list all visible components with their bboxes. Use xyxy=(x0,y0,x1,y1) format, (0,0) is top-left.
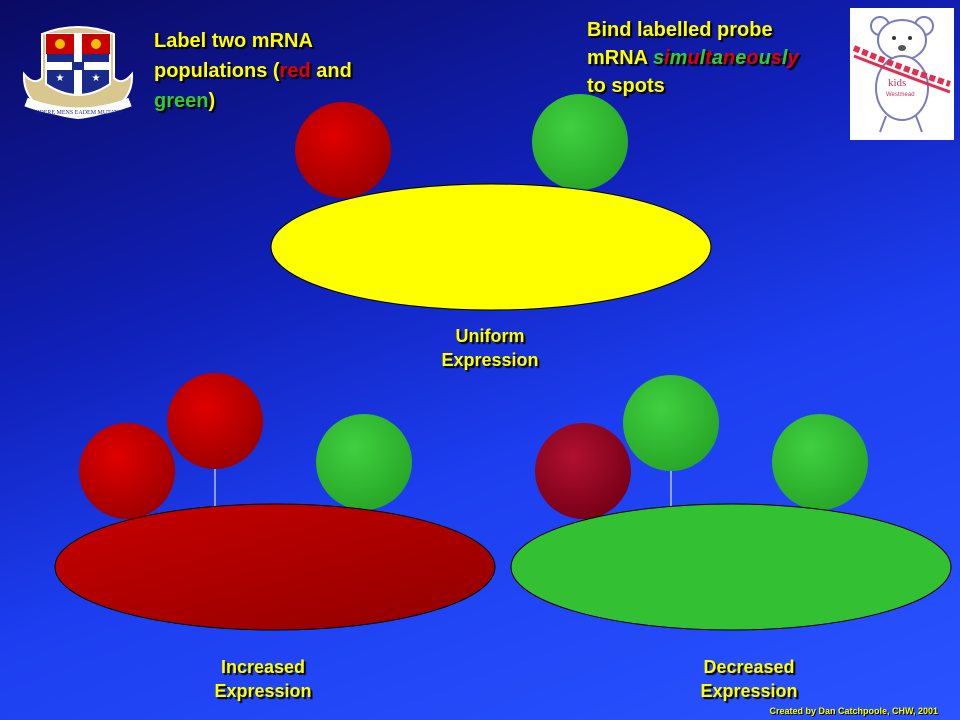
title-label-populations: Label two mRNA populations (red and gree… xyxy=(154,26,352,116)
simultaneously-letter: e xyxy=(735,47,747,69)
red-probe-sphere xyxy=(295,102,391,198)
title1-text: populations ( xyxy=(154,60,280,82)
simultaneously-word: simultaneously xyxy=(653,47,799,69)
label-line: Expression xyxy=(214,681,312,701)
label-line: Expression xyxy=(700,681,798,701)
title2-text: mRNA xyxy=(587,47,653,69)
label-line: Expression xyxy=(441,350,539,370)
simultaneously-letter: s xyxy=(652,47,665,69)
title2-line1: Bind labelled probe xyxy=(587,19,773,41)
university-crest-logo: ★ ★ SIDERE MENS EADEM MUTATO xyxy=(22,26,134,120)
decreased-spot xyxy=(510,503,952,631)
green-probe-sphere xyxy=(623,375,719,471)
uniform-spot xyxy=(270,183,712,311)
title1-paren: ) xyxy=(208,90,216,112)
simultaneously-letter: i xyxy=(664,47,670,69)
simultaneously-letter: u xyxy=(758,47,771,69)
green-probe-sphere xyxy=(316,414,412,510)
simultaneously-letter: a xyxy=(711,47,723,69)
title1-line2: populations (red and xyxy=(154,56,352,86)
svg-text:★: ★ xyxy=(92,73,101,84)
simultaneously-letter: s xyxy=(770,47,782,69)
label-line: Decreased xyxy=(703,657,795,677)
title1-line1: Label two mRNA xyxy=(154,30,313,52)
red-probe-sphere xyxy=(79,423,175,519)
green-probe-sphere xyxy=(772,414,868,510)
title2-line2: mRNA simultaneously xyxy=(587,44,799,72)
simultaneously-letter: o xyxy=(746,47,759,69)
green-probe-sphere xyxy=(532,94,628,190)
title1-text: and xyxy=(310,60,352,82)
simultaneously-letter: y xyxy=(787,47,799,69)
simultaneously-letter: u xyxy=(687,47,700,69)
bear-text-westmead: Westmead xyxy=(886,92,915,98)
bear-text-kids: kids xyxy=(888,77,906,89)
simultaneously-letter: l xyxy=(781,47,788,69)
crest-motto: SIDERE MENS EADEM MUTATO xyxy=(34,110,123,116)
simultaneously-letter: n xyxy=(723,47,736,69)
label-line: Increased xyxy=(220,657,306,677)
label-line: Uniform xyxy=(455,326,525,346)
simultaneously-letter: m xyxy=(669,47,688,69)
title-bind-probe: Bind labelled probe mRNA simultaneously … xyxy=(587,16,799,100)
red-word: red xyxy=(279,60,311,82)
uniform-expression-label: Uniform Expression xyxy=(405,324,575,372)
simultaneously-letter: t xyxy=(705,47,712,69)
svg-text:★: ★ xyxy=(56,73,65,84)
kids-westmead-bear-logo: kids Westmead xyxy=(850,8,954,140)
red-probe-sphere xyxy=(535,423,631,519)
simultaneously-letter: l xyxy=(699,47,706,69)
title1-line3: green) xyxy=(154,86,352,116)
title2-line3: to spots xyxy=(587,75,665,97)
footer-credit: Created by Dan Catchpoole, CHW, 2001 xyxy=(769,706,938,716)
increased-spot xyxy=(54,503,496,631)
decreased-expression-label: Decreased Expression xyxy=(664,655,834,703)
red-probe-sphere xyxy=(167,373,263,469)
increased-expression-label: Increased Expression xyxy=(178,655,348,703)
green-word: green xyxy=(154,90,209,112)
